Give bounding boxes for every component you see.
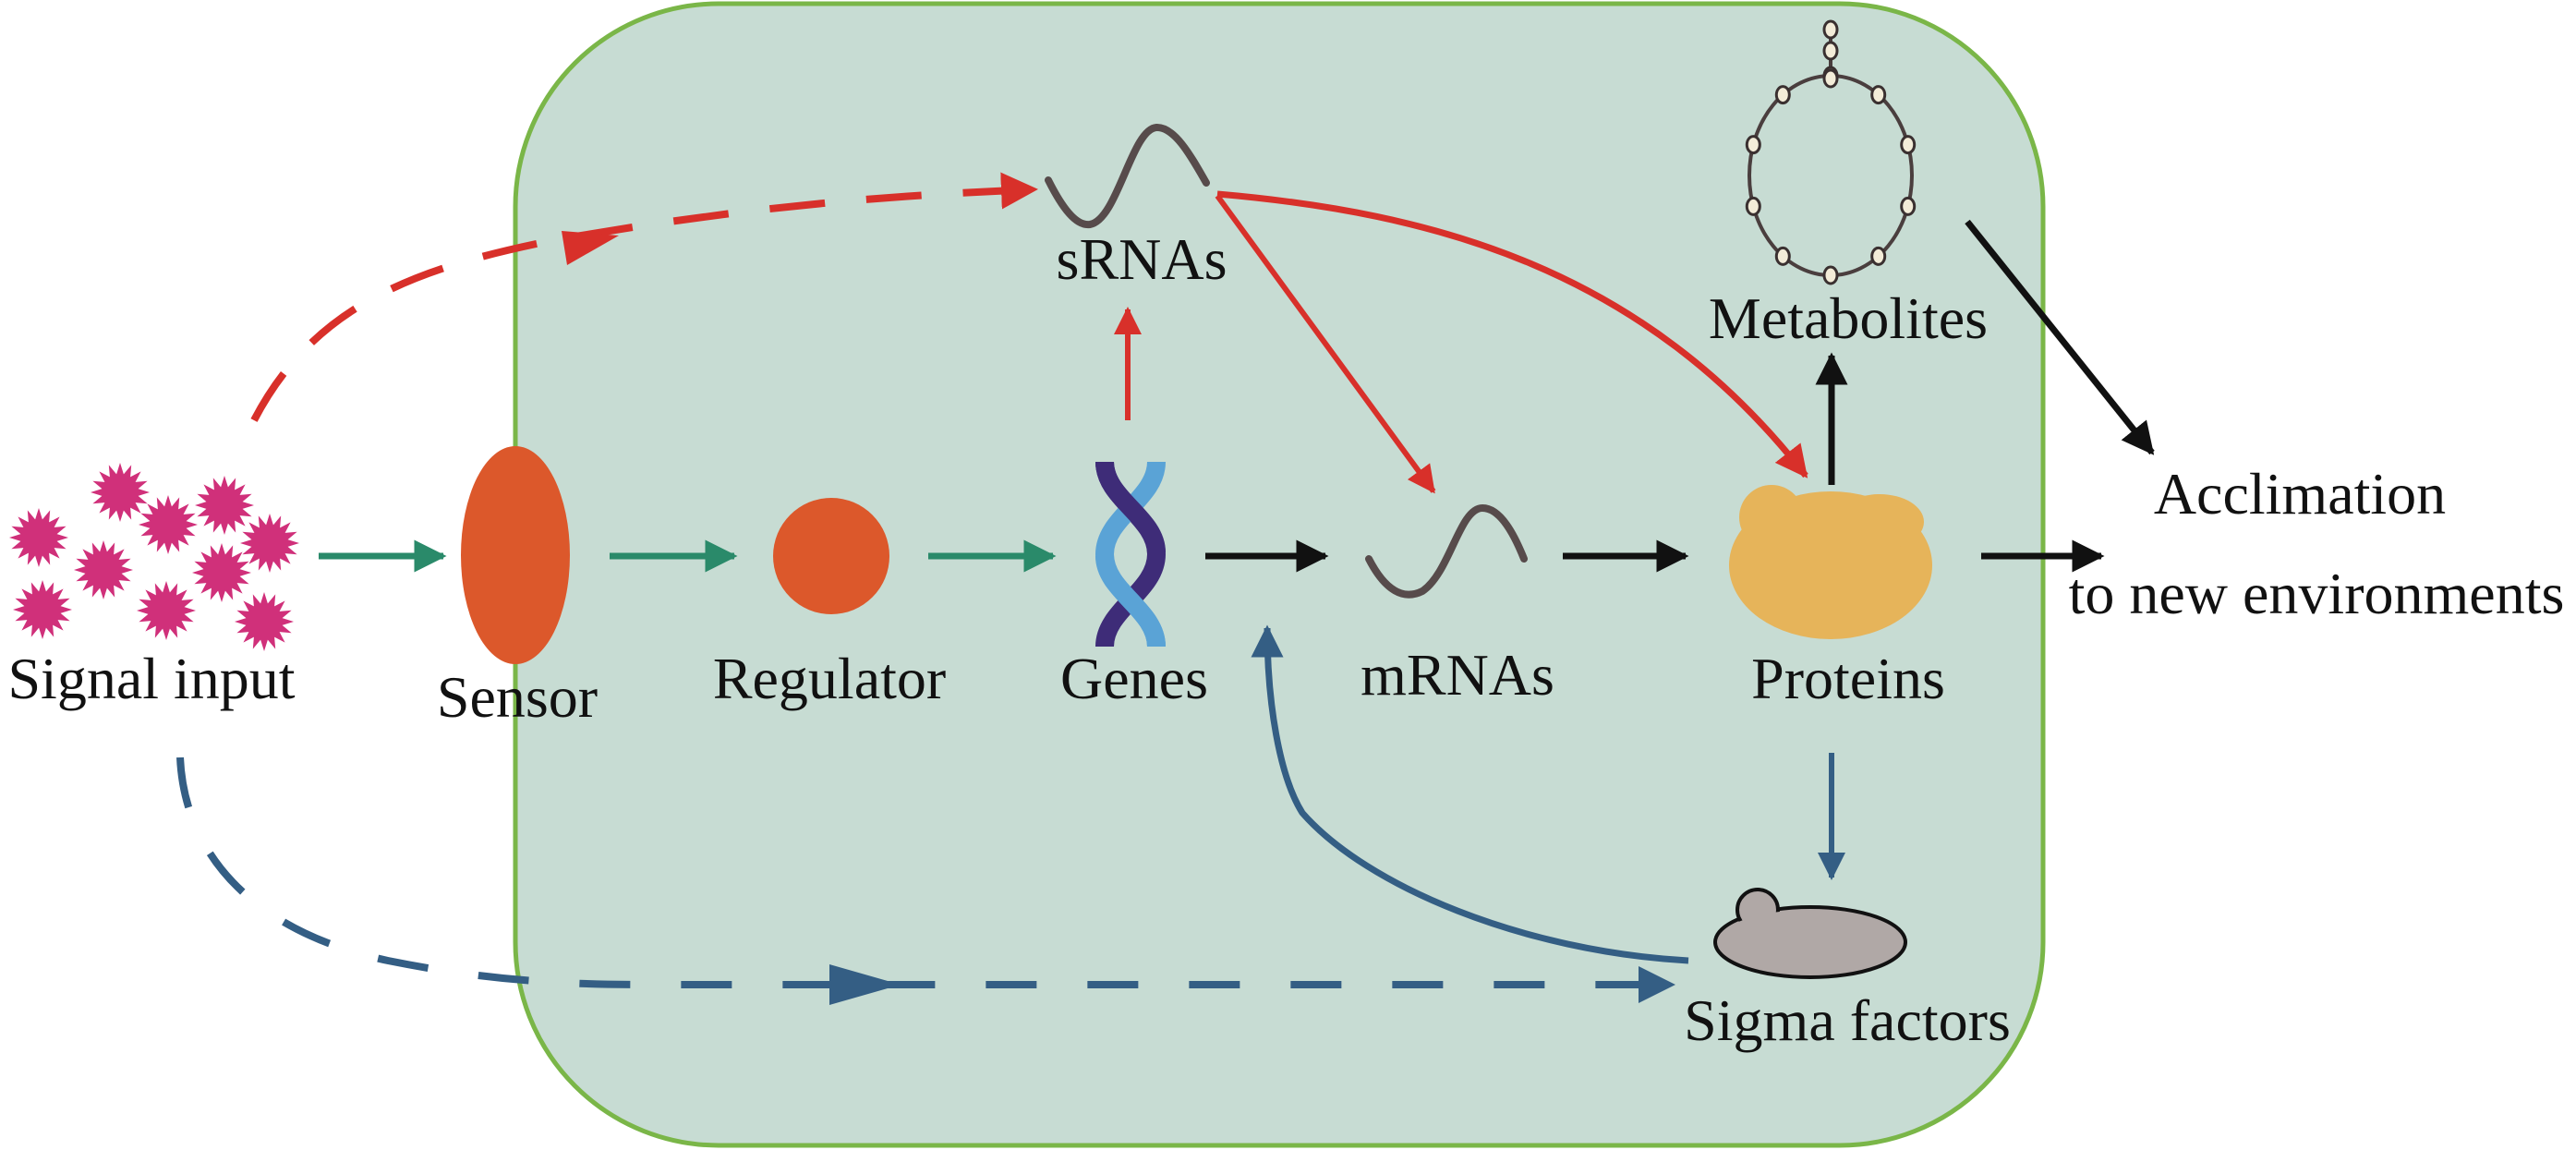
signal-molecule-icon [74,540,133,599]
arrow-srnas-to-mrnas [1215,194,1436,494]
label-acclimation: Acclimation [2154,461,2446,527]
metabolite-bead [1745,135,1761,155]
arrow-signal-to-srnas-dashed [250,172,1038,422]
metabolite-bead [1822,265,1839,285]
sensor-shape [461,446,570,664]
label-regulator: Regulator [713,646,946,711]
label-srnas: sRNAs [1057,226,1228,292]
label-signal-input: Signal input [7,646,295,711]
arrow-metabolites-to-acclimation [1965,219,2155,455]
blue-dashed-midpoint-arrowhead [829,964,901,1005]
metabolite-bead [1745,196,1761,216]
label-sigma-factors: Sigma factors [1684,987,2011,1053]
signal-molecule-icon [137,581,196,640]
metabolite-bead [1822,68,1839,89]
sigma-factor-shape [1713,888,1907,979]
label-mrnas: mRNAs [1361,642,1554,708]
metabolite-bead [1774,246,1791,266]
protein-shape [1729,485,1932,639]
label-new-environments: to new environments [2069,561,2565,626]
red-dashed-midpoint-arrowhead [562,231,619,265]
mrna-wave-icon [1365,503,1528,599]
metabolite-bead [1900,135,1917,155]
label-genes: Genes [1060,646,1208,711]
metabolite-ring-icon [1745,19,1917,285]
label-sensor: Sensor [437,664,598,730]
regulator-shape [773,498,889,614]
signal-molecule-icon [13,580,72,639]
metabolite-bead [1870,246,1887,266]
signal-molecule-icon [9,508,68,567]
metabolite-bead [1870,85,1887,105]
signal-molecule-icon [139,495,198,554]
srna-wave-icon [1045,124,1210,229]
arrow-sigma-to-genes [1251,624,1689,964]
metabolite-bead [1900,196,1917,216]
arrow-srnas-to-proteins [1216,190,1808,478]
signal-molecule-icon [240,514,299,573]
arrow-signal-to-sigma-dashed [176,757,1675,1003]
signal-molecules [9,463,299,651]
metabolite-bead [1822,19,1839,40]
signal-molecule-icon [192,543,251,602]
metabolite-bead [1822,41,1839,61]
signal-molecule-icon [235,592,294,651]
dna-helix-icon [1094,460,1167,648]
signal-molecule-icon [195,476,254,535]
label-metabolites: Metabolites [1709,285,1988,351]
signal-molecule-icon [91,463,150,522]
metabolite-bead [1774,85,1791,105]
label-proteins: Proteins [1751,646,1945,711]
